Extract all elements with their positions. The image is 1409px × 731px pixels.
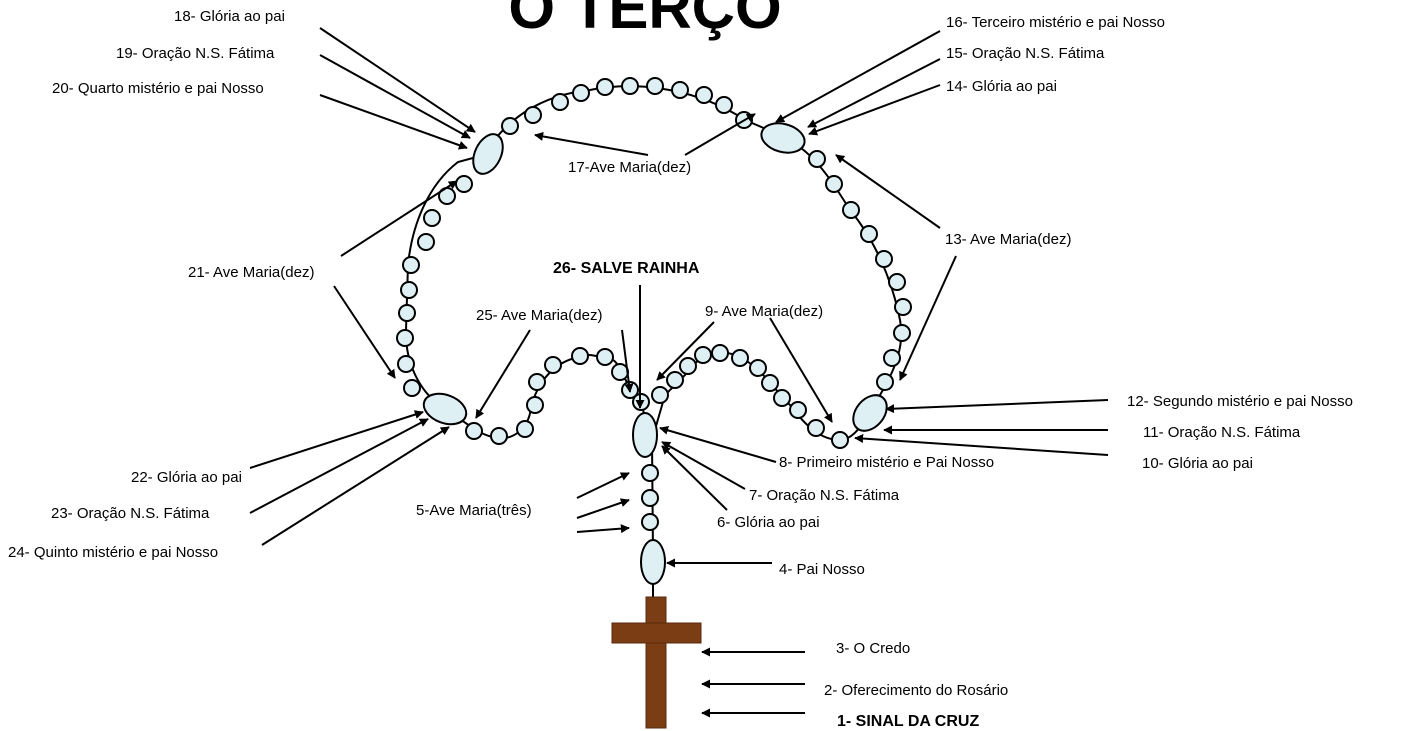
bead <box>646 77 664 95</box>
bead <box>397 355 415 373</box>
bead <box>842 201 860 219</box>
bead <box>715 96 733 114</box>
bead <box>400 281 418 299</box>
bead <box>544 356 562 374</box>
bead <box>671 81 689 99</box>
label-8: 8- Primeiro mistério e Pai Nosso <box>779 454 994 471</box>
large-bead <box>472 133 504 175</box>
label-1: 1- SINAL DA CRUZ <box>837 713 979 730</box>
bead <box>524 106 542 124</box>
bead <box>501 117 519 135</box>
bead <box>403 379 421 397</box>
label-16: 16- Terceiro mistério e pai Nosso <box>946 14 1165 31</box>
bead <box>731 349 749 367</box>
bead <box>773 389 791 407</box>
bead <box>417 233 435 251</box>
bead <box>402 256 420 274</box>
large-bead <box>760 122 806 154</box>
bead <box>490 427 508 445</box>
bead <box>808 150 826 168</box>
bead <box>621 77 639 95</box>
bead <box>789 401 807 419</box>
label-3: 3- O Credo <box>836 640 910 657</box>
cross-icon <box>611 596 702 729</box>
label-25: 25- Ave Maria(dez) <box>476 307 602 324</box>
label-6: 6- Glória ao pai <box>717 514 820 531</box>
bead <box>641 464 659 482</box>
bead <box>831 431 849 449</box>
label-14: 14- Glória ao pai <box>946 78 1057 95</box>
bead <box>641 513 659 531</box>
bead <box>695 86 713 104</box>
label-5: 5-Ave Maria(três) <box>416 502 532 519</box>
bead <box>761 374 779 392</box>
label-22: 22- Glória ao pai <box>131 469 242 486</box>
bead <box>666 371 684 389</box>
bead <box>694 346 712 364</box>
label-4: 4- Pai Nosso <box>779 561 865 578</box>
label-12: 12- Segundo mistério e pai Nosso <box>1127 393 1353 410</box>
label-10: 10- Glória ao pai <box>1142 455 1253 472</box>
bead <box>679 357 697 375</box>
label-13: 13- Ave Maria(dez) <box>945 231 1071 248</box>
bead <box>825 175 843 193</box>
bead <box>807 419 825 437</box>
label-26: 26- SALVE RAINHA <box>553 260 700 277</box>
label-9: 9- Ave Maria(dez) <box>705 303 823 320</box>
labels: 1- SINAL DA CRUZ 2- Oferecimento do Rosá… <box>8 8 1353 730</box>
bead <box>551 93 569 111</box>
label-19: 19- Oração N.S. Fátima <box>116 45 275 62</box>
label-21: 21- Ave Maria(dez) <box>188 264 314 281</box>
arrows <box>249 27 1109 718</box>
bead <box>526 396 544 414</box>
label-17: 17-Ave Maria(dez) <box>568 159 691 176</box>
bead <box>423 209 441 227</box>
bead <box>893 324 911 342</box>
large-bead <box>852 394 888 432</box>
label-2: 2- Oferecimento do Rosário <box>824 682 1008 699</box>
large-bead <box>632 412 658 458</box>
bead <box>888 273 906 291</box>
bead <box>396 329 414 347</box>
bead <box>596 78 614 96</box>
large-bead <box>422 392 468 426</box>
bead <box>894 298 912 316</box>
label-7: 7- Oração N.S. Fátima <box>749 487 900 504</box>
bead <box>398 304 416 322</box>
diagram-title: O TERÇO <box>508 0 781 41</box>
label-23: 23- Oração N.S. Fátima <box>51 505 210 522</box>
bead <box>883 349 901 367</box>
bead <box>611 363 629 381</box>
bead <box>711 344 729 362</box>
label-11: 11- Oração N.S. Fátima <box>1143 424 1301 441</box>
label-20: 20- Quarto mistério e pai Nosso <box>52 80 264 97</box>
bead <box>572 84 590 102</box>
bead <box>876 373 894 391</box>
bead <box>455 175 473 193</box>
bead <box>860 225 878 243</box>
bead <box>528 373 546 391</box>
label-15: 15- Oração N.S. Fátima <box>946 45 1105 62</box>
bead <box>571 347 589 365</box>
label-24: 24- Quinto mistério e pai Nosso <box>8 544 218 561</box>
label-18: 18- Glória ao pai <box>174 8 285 25</box>
bead <box>516 420 534 438</box>
large-bead <box>640 539 666 585</box>
bead <box>651 386 669 404</box>
beads <box>396 77 912 585</box>
bead <box>749 359 767 377</box>
bead <box>465 422 483 440</box>
bead <box>641 489 659 507</box>
bead <box>596 348 614 366</box>
bead <box>875 250 893 268</box>
